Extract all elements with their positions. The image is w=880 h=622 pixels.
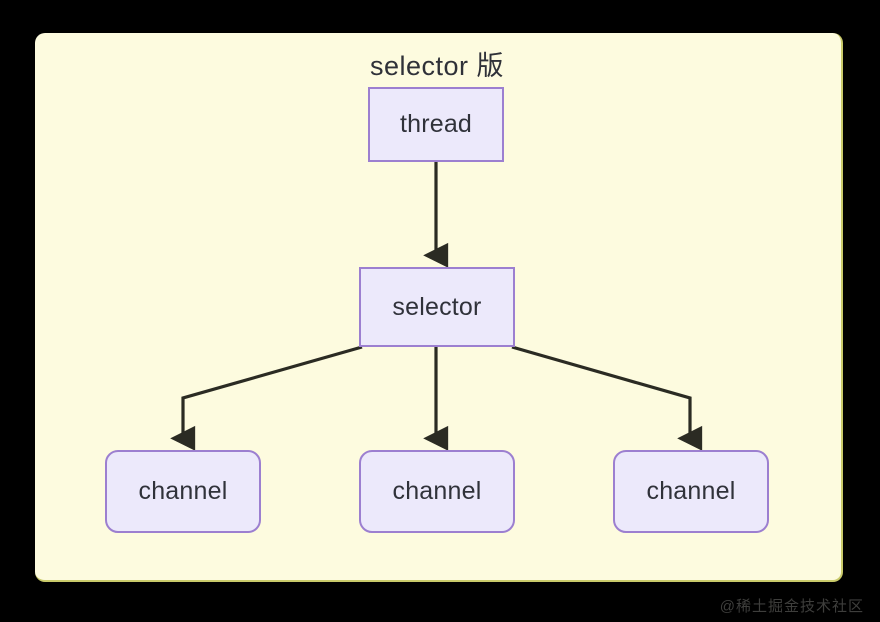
node-channel-middle[interactable]: channel xyxy=(359,450,515,533)
node-selector[interactable]: selector xyxy=(359,267,515,347)
node-channel-left-label: channel xyxy=(138,477,228,505)
node-channel-left[interactable]: channel xyxy=(105,450,261,533)
node-thread-label: thread xyxy=(399,110,473,138)
node-selector-label: selector xyxy=(392,292,482,321)
diagram-title: selector 版 xyxy=(369,51,505,81)
node-channel-right-label: channel xyxy=(646,477,736,505)
watermark-label: @稀土掘金技术社区 xyxy=(719,598,864,615)
node-channel-right[interactable]: channel xyxy=(613,450,769,533)
node-thread[interactable]: thread xyxy=(368,87,504,162)
node-channel-middle-label: channel xyxy=(392,477,482,505)
